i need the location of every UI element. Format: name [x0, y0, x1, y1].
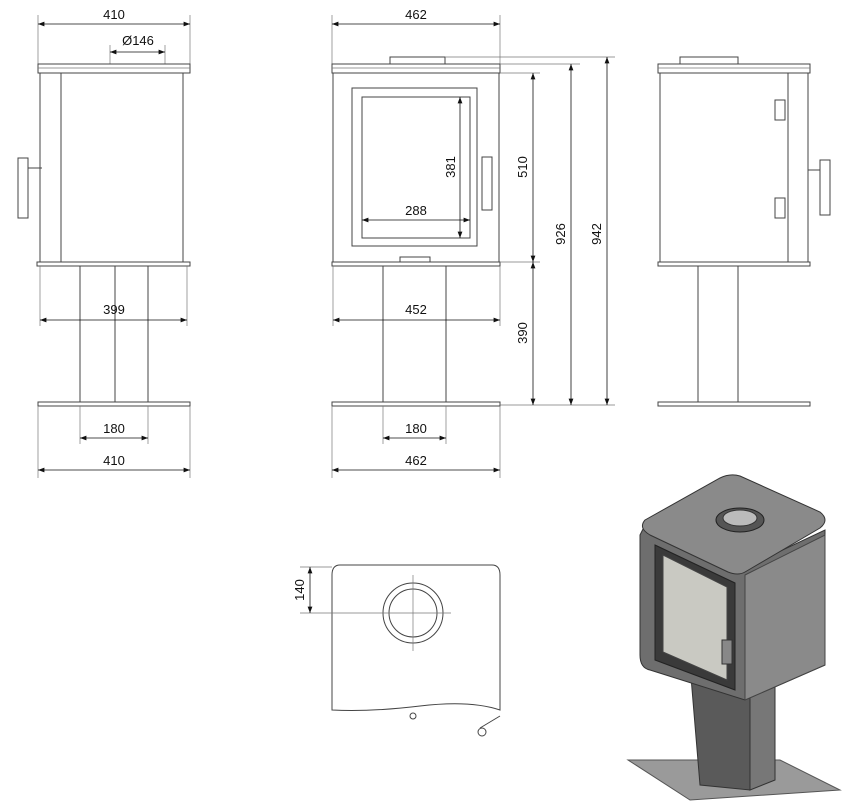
- dim-body-height: 510: [515, 156, 530, 178]
- dim-front-base-width: 462: [405, 453, 427, 468]
- dim-front-body-width: 452: [405, 302, 427, 317]
- dim-side-column-width: 180: [103, 421, 125, 436]
- dim-flue-offset: 140: [292, 579, 307, 601]
- dim-flue-diameter: Ø146: [122, 33, 154, 48]
- right-side-view: [657, 56, 831, 407]
- dim-height-926: 926: [553, 223, 568, 245]
- dim-column-height: 390: [515, 322, 530, 344]
- dim-height-942: 942: [589, 223, 604, 245]
- front-view: 462 288 381 452 180 462 510 390 9: [331, 7, 615, 478]
- dim-side-body-width: 399: [103, 302, 125, 317]
- dim-glass-width: 288: [405, 203, 427, 218]
- side-view: 410 Ø146 399 180 410: [17, 7, 191, 478]
- dim-front-column-width: 180: [405, 421, 427, 436]
- top-view: 140: [292, 564, 501, 737]
- dim-side-top-width: 410: [103, 7, 125, 22]
- stove-3d-render: [626, 474, 842, 801]
- dim-side-base-width: 410: [103, 453, 125, 468]
- dim-front-top-width: 462: [405, 7, 427, 22]
- dim-glass-height: 381: [443, 156, 458, 178]
